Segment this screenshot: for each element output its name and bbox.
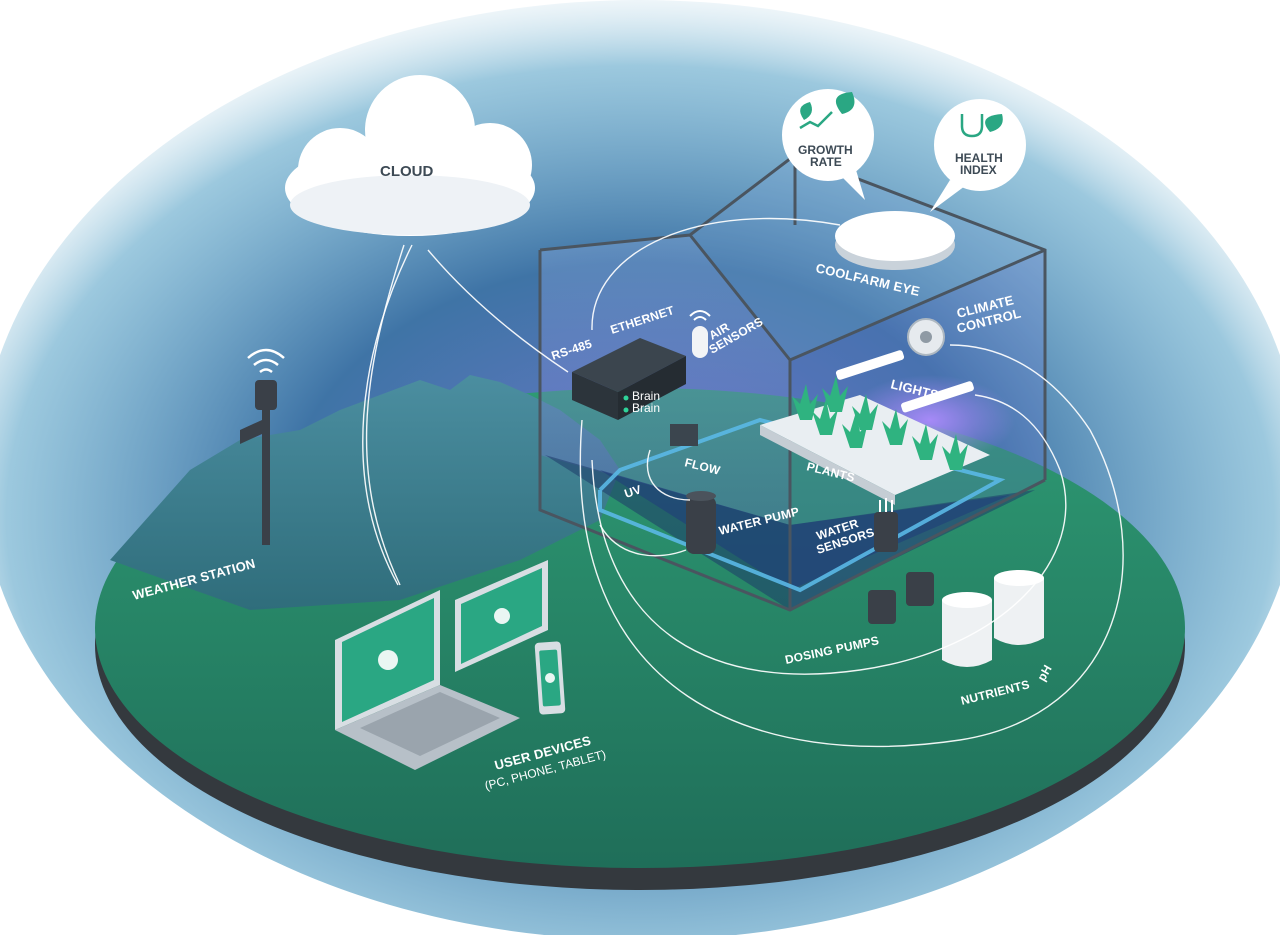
cloud: CLOUD <box>285 75 535 236</box>
health-index-label-2: INDEX <box>960 163 997 177</box>
water-pump <box>686 491 716 554</box>
health-index-bubble: HEALTH INDEX <box>930 99 1026 212</box>
wifi-icon <box>689 310 711 321</box>
growth-rate-label-2: RATE <box>810 155 842 169</box>
air-sensor <box>692 326 708 358</box>
uv-label: UV <box>623 482 644 501</box>
coolfarm-eye <box>835 211 955 270</box>
growth-rate-label-1: GROWTH <box>798 143 853 157</box>
brain-controller: Brain Brain <box>572 338 686 420</box>
dosing-pumps <box>868 572 934 624</box>
grow-lights <box>835 350 974 413</box>
growth-rate-icon <box>799 92 855 130</box>
cloud-label: CLOUD <box>380 163 433 180</box>
user-devices <box>335 560 566 770</box>
growth-rate-bubble: GROWTH RATE <box>782 89 874 200</box>
wifi-icon <box>247 348 285 374</box>
data-flow-lines <box>362 217 1124 748</box>
flow-sensor <box>670 424 698 446</box>
health-index-icon <box>960 114 1003 138</box>
water-sensor-probes <box>874 498 898 552</box>
brain-label-1: Brain <box>632 389 660 403</box>
nutrient-containers <box>942 570 1044 667</box>
weather-station <box>240 348 285 545</box>
mountain-range <box>110 375 620 610</box>
brain-label-2: Brain <box>632 401 660 415</box>
health-index-label-1: HEALTH <box>955 151 1003 165</box>
plant-tray <box>760 376 990 505</box>
climate-control-fan <box>907 318 945 356</box>
